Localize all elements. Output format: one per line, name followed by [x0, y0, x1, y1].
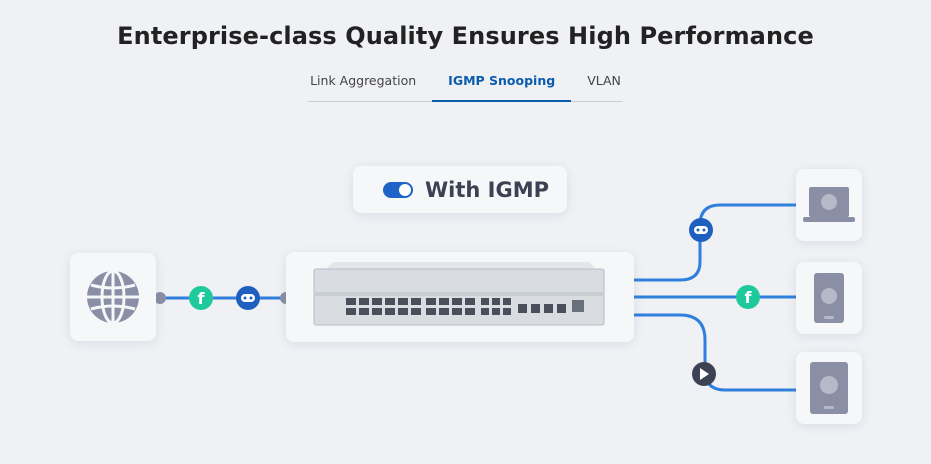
tab-vlan[interactable]: VLAN — [587, 73, 621, 88]
igmp-toggle-switch[interactable] — [383, 181, 413, 198]
play-icon — [692, 362, 716, 386]
tablet-device-card-1 — [796, 262, 862, 334]
page-title: Enterprise-class Quality Ensures High Pe… — [117, 22, 814, 50]
tab-igmp-snooping[interactable]: IGMP Snooping — [432, 66, 572, 102]
gamepad-icon — [689, 218, 713, 242]
tablet-icon — [814, 273, 844, 323]
tab-link-aggregation[interactable]: Link Aggregation — [310, 73, 417, 88]
laptop-icon — [803, 187, 855, 222]
network-switch-image — [313, 262, 605, 326]
facebook-icon: f — [189, 286, 213, 310]
igmp-toggle-card: With IGMP — [353, 166, 567, 213]
tablet-device-card-2 — [796, 352, 862, 424]
tablet-icon — [810, 362, 848, 414]
toggle-label: With IGMP — [425, 177, 550, 202]
globe-icon — [87, 269, 139, 325]
internet-source-card — [70, 253, 156, 341]
network-switch-card — [286, 252, 634, 342]
facebook-icon: f — [736, 285, 760, 309]
laptop-device-card — [796, 169, 862, 241]
gamepad-icon — [236, 286, 260, 310]
feature-tabs: Link Aggregation IGMP Snooping VLAN — [308, 66, 623, 102]
